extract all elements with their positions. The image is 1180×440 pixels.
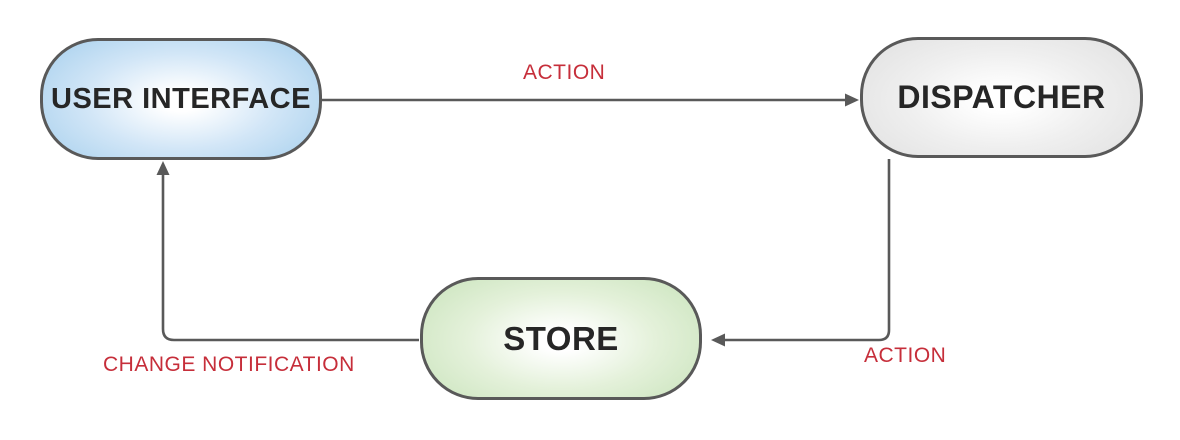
node-store-label: STORE bbox=[503, 319, 619, 357]
node-user-interface: USER INTERFACE bbox=[40, 38, 322, 160]
edge-label-action-ui-to-dispatcher: ACTION bbox=[523, 61, 606, 84]
connector-dispatcher-to-store bbox=[725, 159, 891, 342]
arrowhead-left-icon bbox=[711, 333, 725, 347]
node-dispatcher-label: DISPATCHER bbox=[897, 79, 1106, 115]
node-store: STORE bbox=[420, 277, 702, 400]
arrowhead-up-icon bbox=[156, 161, 170, 175]
edge-label-change-notification: CHANGE NOTIFICATION bbox=[103, 353, 355, 376]
node-dispatcher: DISPATCHER bbox=[860, 37, 1143, 158]
edge-label-action-dispatcher-to-store: ACTION bbox=[864, 344, 947, 367]
arrowhead-right-icon bbox=[845, 93, 859, 107]
node-user-interface-label: USER INTERFACE bbox=[51, 82, 311, 115]
connector-store-to-ui bbox=[161, 175, 419, 342]
